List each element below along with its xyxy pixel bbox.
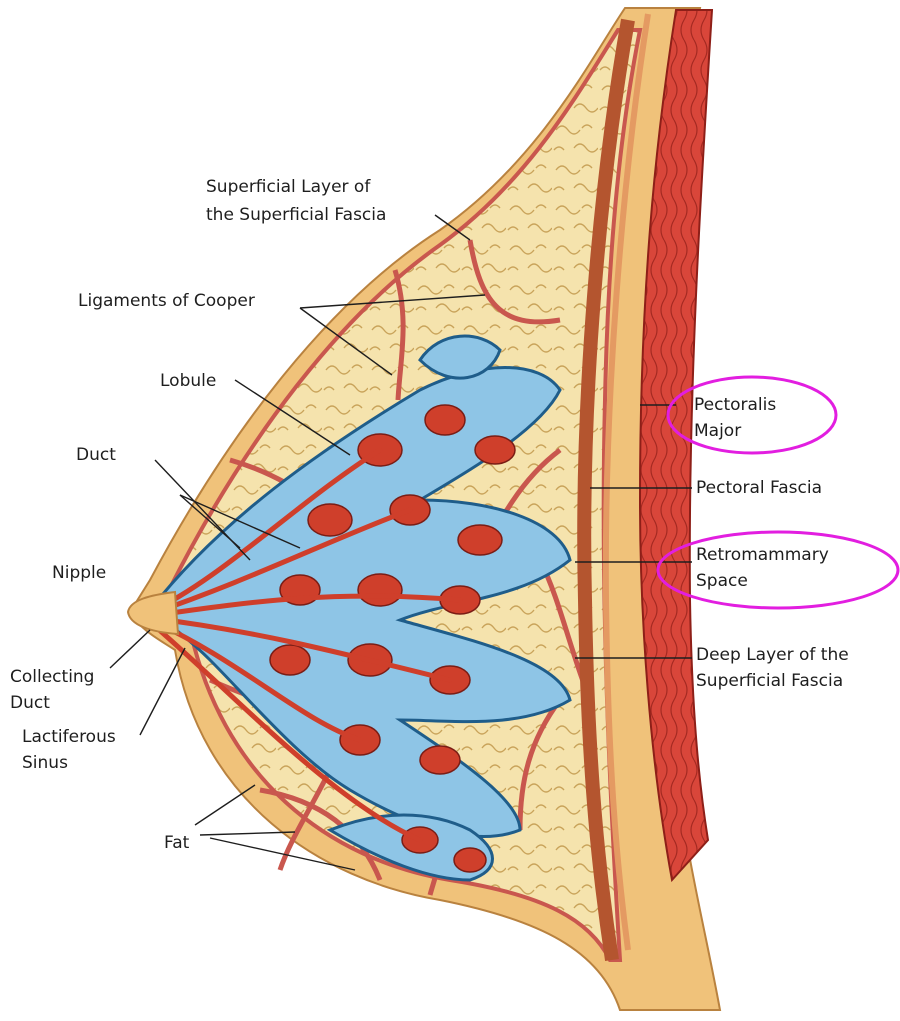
label-pectoralis-major-line1: Pectoralis (694, 395, 776, 415)
highlight-ellipse-pectoralis (668, 377, 836, 453)
label-retromammary-space-line1: Retromammary (696, 545, 829, 565)
label-fat: Fat (164, 833, 190, 853)
label-lobule: Lobule (160, 371, 216, 391)
label-ligaments-of-cooper: Ligaments of Cooper (78, 291, 255, 311)
label-deep-layer-line1: Deep Layer of the (696, 645, 849, 665)
label-nipple: Nipple (52, 563, 106, 583)
label-lactiferous-sinus-line1: Lactiferous (22, 727, 116, 747)
label-retromammary-space-line2: Space (696, 571, 748, 591)
label-duct: Duct (76, 445, 116, 465)
nipple-shape (128, 592, 178, 634)
label-collecting-duct-line1: Collecting (10, 667, 94, 687)
label-superficial-layer-line1: Superficial Layer of (206, 177, 371, 197)
label-collecting-duct-line2: Duct (10, 693, 50, 713)
highlight-ellipse-retromammary (658, 532, 898, 608)
label-superficial-layer-line2: the Superficial Fascia (206, 205, 386, 225)
label-pectoral-fascia: Pectoral Fascia (696, 478, 822, 498)
label-pectoralis-major-line2: Major (694, 421, 741, 441)
label-lactiferous-sinus-line2: Sinus (22, 753, 68, 773)
label-deep-layer-line2: Superficial Fascia (696, 671, 843, 691)
